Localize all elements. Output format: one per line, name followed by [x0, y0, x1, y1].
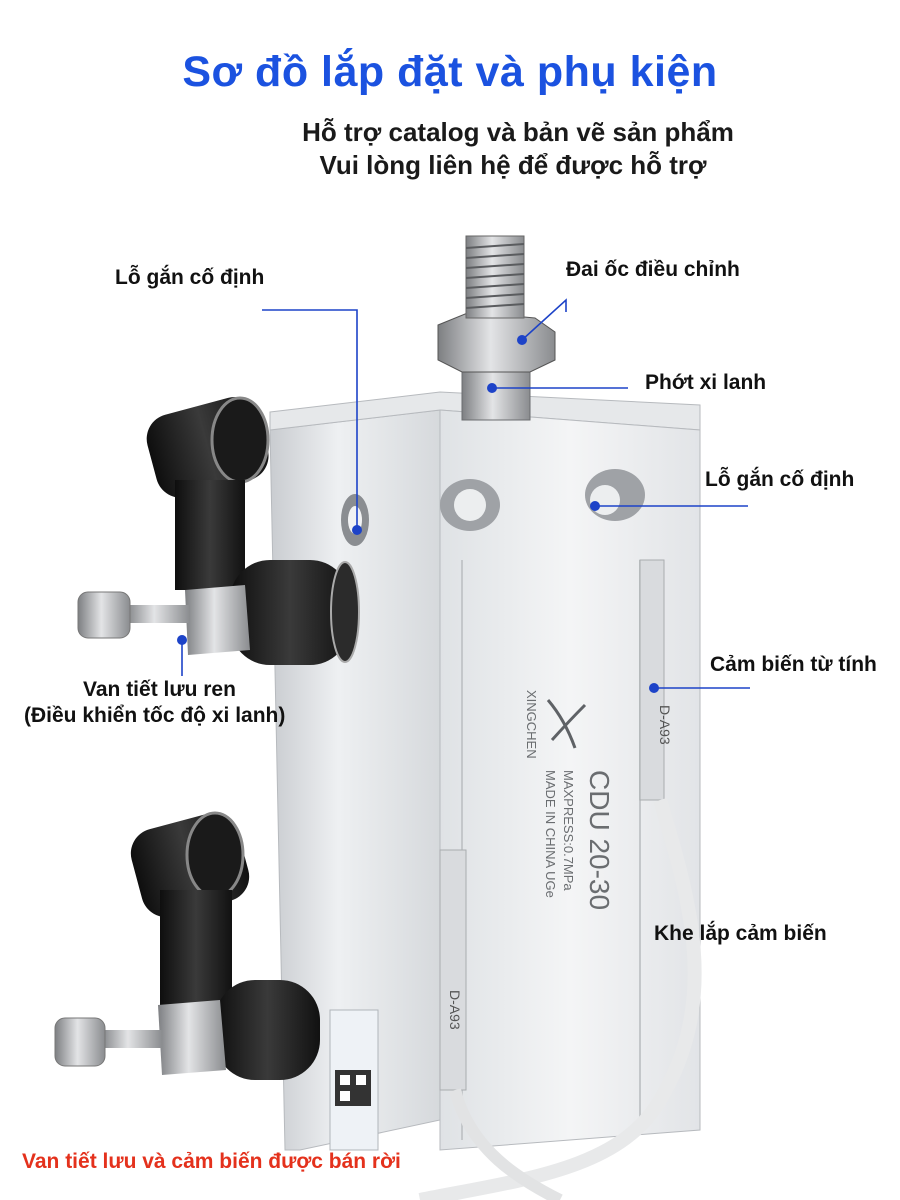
sensor-rail-top	[639, 559, 665, 801]
adjust-nut	[437, 311, 556, 373]
subtitle-line-1: Hỗ trợ catalog và bản vẽ sản phẩm	[302, 117, 734, 147]
model-text: CDU 20-30	[584, 770, 615, 910]
sensor-rail-bottom	[439, 849, 467, 1091]
label-mount-hole-left: Lỗ gắn cố định	[115, 266, 265, 289]
footer-note: Van tiết lưu và cảm biến được bán rời	[22, 1150, 401, 1173]
brand-logo-icon	[546, 699, 587, 749]
subtitle-line-2: Vui lòng liên hệ để được hỗ trợ	[319, 150, 707, 180]
sensor-model-text-bottom: D-A93	[447, 990, 463, 1030]
throttle-valve-lower	[54, 811, 320, 1080]
pressure-text: MAXPRESS:0.7MPa	[561, 770, 576, 891]
label-mount-hole-right: Lỗ gắn cố định	[705, 468, 855, 491]
label-throttle-valve-line1: Van tiết lưu ren	[83, 678, 236, 701]
label-sensor-slot: Khe lắp cảm biến	[654, 922, 827, 945]
throttle-valve-upper	[77, 396, 360, 665]
label-throttle-valve-line2: (Điều khiển tốc độ xi lanh)	[24, 704, 286, 727]
label-magnetic-sensor: Cảm biến từ tính	[710, 653, 877, 676]
sensor-model-text-top: D-A93	[657, 705, 673, 745]
leader-mount-hole-left	[262, 309, 358, 530]
label-adjust-nut: Đai ốc điều chỉnh	[566, 258, 740, 281]
origin-text: MADE IN CHINA UGe	[543, 770, 558, 898]
brand-text: XINGCHEN	[524, 690, 539, 759]
leader-adjust-nut	[521, 298, 567, 341]
page-title: Sơ đồ lắp đặt và phụ kiện	[182, 48, 718, 96]
label-cylinder-seal: Phớt xi lanh	[645, 371, 767, 394]
